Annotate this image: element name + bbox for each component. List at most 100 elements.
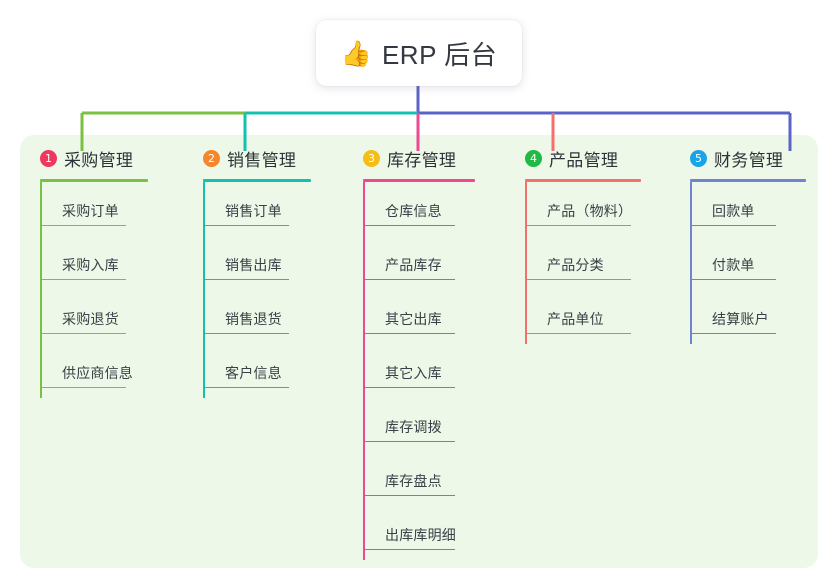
branch-header-sales-management[interactable]: 2 销售管理 bbox=[203, 146, 311, 170]
branch-leaf-list: 产品（物料） 产品分类产品单位 bbox=[525, 182, 641, 344]
leaf-item-underline bbox=[40, 386, 126, 388]
branch-underline bbox=[525, 179, 641, 182]
branch-vertical-stem bbox=[40, 182, 42, 398]
leaf-item-underline bbox=[363, 278, 455, 280]
leaf-item-underline bbox=[40, 332, 126, 334]
branch-number-badge: 2 bbox=[203, 149, 220, 167]
leaf-item[interactable]: 采购订单 bbox=[40, 182, 148, 236]
branch-header-inventory-management[interactable]: 3 库存管理 bbox=[363, 146, 475, 170]
branch-leaf-list: 销售订单销售出库销售退货客户信息 bbox=[203, 182, 311, 398]
branch-column-sales-management: 2 销售管理销售订单销售出库销售退货客户信息 bbox=[203, 146, 311, 398]
branch-title: 库存管理 bbox=[387, 150, 457, 170]
branch-column-purchase-management: 1 采购管理采购订单采购入库采购退货供应商信息 bbox=[40, 146, 148, 398]
leaf-item-underline bbox=[525, 332, 631, 334]
leaf-item-label: 产品（物料） bbox=[547, 203, 633, 219]
branch-leaf-list: 采购订单采购入库采购退货供应商信息 bbox=[40, 182, 148, 398]
leaf-item[interactable]: 其它入库 bbox=[363, 344, 475, 398]
leaf-item[interactable]: 销售订单 bbox=[203, 182, 311, 236]
leaf-item-label: 销售出库 bbox=[225, 257, 282, 273]
leaf-item-underline bbox=[690, 332, 776, 334]
leaf-item-underline bbox=[363, 494, 455, 496]
thumbs-up-icon: 👍 bbox=[340, 39, 372, 68]
leaf-item-label: 库存调拨 bbox=[385, 419, 442, 435]
leaf-item-label: 销售订单 bbox=[225, 203, 282, 219]
leaf-item-underline bbox=[363, 332, 455, 334]
leaf-item[interactable]: 产品分类 bbox=[525, 236, 641, 290]
leaf-item[interactable]: 产品单位 bbox=[525, 290, 641, 344]
leaf-item[interactable]: 库存盘点 bbox=[363, 452, 475, 506]
branch-number-badge: 5 bbox=[690, 149, 707, 167]
branch-vertical-stem bbox=[363, 182, 365, 560]
leaf-item-underline bbox=[40, 278, 126, 280]
branch-leaf-list: 回款单付款单结算账户 bbox=[690, 182, 806, 344]
leaf-item-underline bbox=[525, 224, 631, 226]
leaf-item-underline bbox=[363, 548, 455, 550]
branch-title: 产品管理 bbox=[549, 150, 619, 170]
leaf-item-label: 回款单 bbox=[712, 203, 755, 219]
branch-header-finance-management[interactable]: 5 财务管理 bbox=[690, 146, 806, 170]
branch-title: 财务管理 bbox=[714, 150, 784, 170]
leaf-item-underline bbox=[203, 386, 289, 388]
leaf-item[interactable]: 仓库信息 bbox=[363, 182, 475, 236]
branch-header-purchase-management[interactable]: 1 采购管理 bbox=[40, 146, 148, 170]
leaf-item-label: 产品库存 bbox=[385, 257, 442, 273]
leaf-item[interactable]: 供应商信息 bbox=[40, 344, 148, 398]
leaf-item-label: 其它入库 bbox=[385, 365, 442, 381]
leaf-item[interactable]: 库存调拨 bbox=[363, 398, 475, 452]
leaf-item-label: 客户信息 bbox=[225, 365, 282, 381]
leaf-item-underline bbox=[40, 224, 126, 226]
branch-underline bbox=[363, 179, 475, 182]
leaf-item-label: 供应商信息 bbox=[62, 365, 133, 381]
leaf-item-label: 产品分类 bbox=[547, 257, 604, 273]
leaf-item[interactable]: 销售退货 bbox=[203, 290, 311, 344]
leaf-item[interactable]: 付款单 bbox=[690, 236, 806, 290]
leaf-item-label: 仓库信息 bbox=[385, 203, 442, 219]
leaf-item-underline bbox=[203, 224, 289, 226]
leaf-item[interactable]: 采购退货 bbox=[40, 290, 148, 344]
branch-number-badge: 1 bbox=[40, 149, 57, 167]
leaf-item-label: 库存盘点 bbox=[385, 473, 442, 489]
leaf-item-label: 销售退货 bbox=[225, 311, 282, 327]
leaf-item-label: 出库库明细 bbox=[385, 527, 456, 543]
leaf-item-underline bbox=[203, 332, 289, 334]
leaf-item-label: 采购退货 bbox=[62, 311, 119, 327]
leaf-item[interactable]: 采购入库 bbox=[40, 236, 148, 290]
leaf-item-underline bbox=[363, 440, 455, 442]
leaf-item[interactable]: 结算账户 bbox=[690, 290, 806, 344]
leaf-item[interactable]: 其它出库 bbox=[363, 290, 475, 344]
leaf-item-underline bbox=[525, 278, 631, 280]
branch-column-product-management: 4 产品管理产品（物料） 产品分类产品单位 bbox=[525, 146, 641, 344]
leaf-item[interactable]: 出库库明细 bbox=[363, 506, 475, 560]
branch-title: 销售管理 bbox=[227, 150, 297, 170]
branch-header-product-management[interactable]: 4 产品管理 bbox=[525, 146, 641, 170]
leaf-item-label: 付款单 bbox=[712, 257, 755, 273]
branch-number-badge: 3 bbox=[363, 149, 380, 167]
branch-column-inventory-management: 3 库存管理仓库信息产品库存其它出库其它入库库存调拨库存盘点出库库明细 bbox=[363, 146, 475, 560]
leaf-item[interactable]: 销售出库 bbox=[203, 236, 311, 290]
leaf-item-underline bbox=[690, 278, 776, 280]
leaf-item[interactable]: 产品库存 bbox=[363, 236, 475, 290]
leaf-item-underline bbox=[363, 386, 455, 388]
leaf-item-label: 结算账户 bbox=[712, 311, 769, 327]
leaf-item-underline bbox=[203, 278, 289, 280]
leaf-item[interactable]: 回款单 bbox=[690, 182, 806, 236]
branch-vertical-stem bbox=[525, 182, 527, 344]
branch-underline bbox=[40, 179, 148, 182]
branch-number-badge: 4 bbox=[525, 149, 542, 167]
leaf-item-label: 产品单位 bbox=[547, 311, 604, 327]
leaf-item-underline bbox=[363, 224, 455, 226]
branch-title: 采购管理 bbox=[64, 150, 134, 170]
leaf-item-underline bbox=[690, 224, 776, 226]
leaf-item-label: 采购订单 bbox=[62, 203, 119, 219]
branch-vertical-stem bbox=[690, 182, 692, 344]
root-node-title: ERP 后台 bbox=[381, 39, 498, 70]
leaf-item-label: 其它出库 bbox=[385, 311, 442, 327]
root-node-card[interactable]: 👍 ERP 后台 bbox=[316, 20, 522, 86]
branch-underline bbox=[203, 179, 311, 182]
leaf-item[interactable]: 客户信息 bbox=[203, 344, 311, 398]
branch-leaf-list: 仓库信息产品库存其它出库其它入库库存调拨库存盘点出库库明细 bbox=[363, 182, 475, 560]
leaf-item[interactable]: 产品（物料） bbox=[525, 182, 641, 236]
branch-underline bbox=[690, 179, 806, 182]
